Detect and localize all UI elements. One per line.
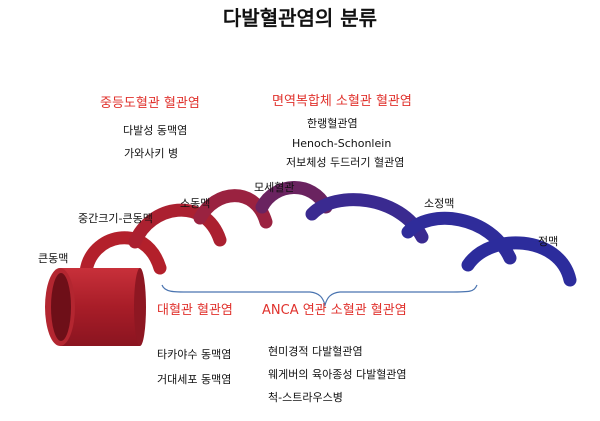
heading-anca: ANCA 연관 소혈관 혈관염 [262, 303, 407, 318]
label-arteriole: 소동맥 [180, 197, 211, 210]
item-henoch-schonlein: Henoch-Schonlein [292, 137, 392, 150]
item-cryoglobulinemic: 한랭혈관염 [307, 117, 358, 130]
item-churg-strauss: 척-스트라우스병 [268, 391, 343, 404]
label-venule: 소정맥 [424, 197, 455, 210]
label-large-artery: 큰동맥 [38, 252, 69, 265]
item-polyarteritis: 다발성 동맥염 [123, 124, 188, 137]
arch-large-artery [79, 231, 167, 279]
item-hypocomplementemic: 저보체성 두드러기 혈관염 [286, 156, 405, 169]
label-capillary: 모세혈관 [254, 181, 295, 194]
diagram-title: 다발혈관염의 분류 [222, 6, 378, 30]
item-wegener: 웨게버의 육아종성 다발혈관염 [268, 368, 407, 381]
item-kawasaki: 가와사키 병 [124, 147, 179, 160]
item-takayasu: 타카야수 동맥염 [157, 348, 232, 361]
cylinder-large-artery [45, 268, 146, 346]
item-microscopic-polyangiitis: 현미경적 다발혈관염 [268, 345, 363, 358]
heading-medium-vessel: 중등도혈관 혈관염 [100, 96, 200, 111]
heading-large-vessel: 대혈관 혈관염 [157, 303, 233, 318]
item-giant-cell: 거대세포 동맥염 [157, 373, 232, 386]
label-vein: 정맥 [538, 235, 559, 248]
arch-vein [461, 236, 577, 287]
bracket [161, 284, 478, 308]
label-medium-large-artery: 중간크기-큰동맥 [78, 212, 153, 225]
arch-medium-artery [128, 203, 227, 249]
heading-immune-complex: 면역복합체 소혈관 혈관염 [272, 94, 412, 109]
